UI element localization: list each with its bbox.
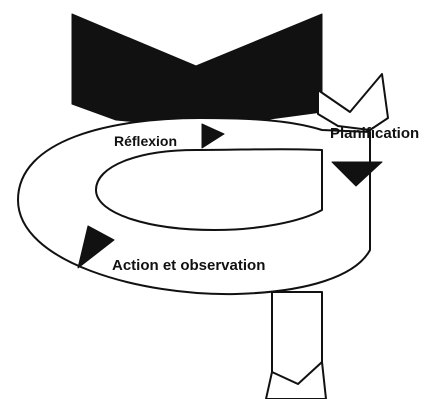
cycle-loop bbox=[17, 117, 371, 296]
planification-label: Planification bbox=[330, 125, 419, 142]
action-label: Action et observation bbox=[112, 257, 265, 274]
bottom-banner bbox=[265, 361, 327, 399]
reflexion-label: Réflexion bbox=[114, 133, 177, 149]
action-arrow-icon bbox=[77, 225, 115, 269]
reflexion-banner bbox=[71, 13, 323, 129]
planification-banner bbox=[317, 73, 389, 131]
planification-arrow-icon bbox=[331, 161, 383, 187]
descending-ribbon bbox=[271, 291, 323, 387]
reflexion-arrow-icon bbox=[201, 123, 225, 149]
